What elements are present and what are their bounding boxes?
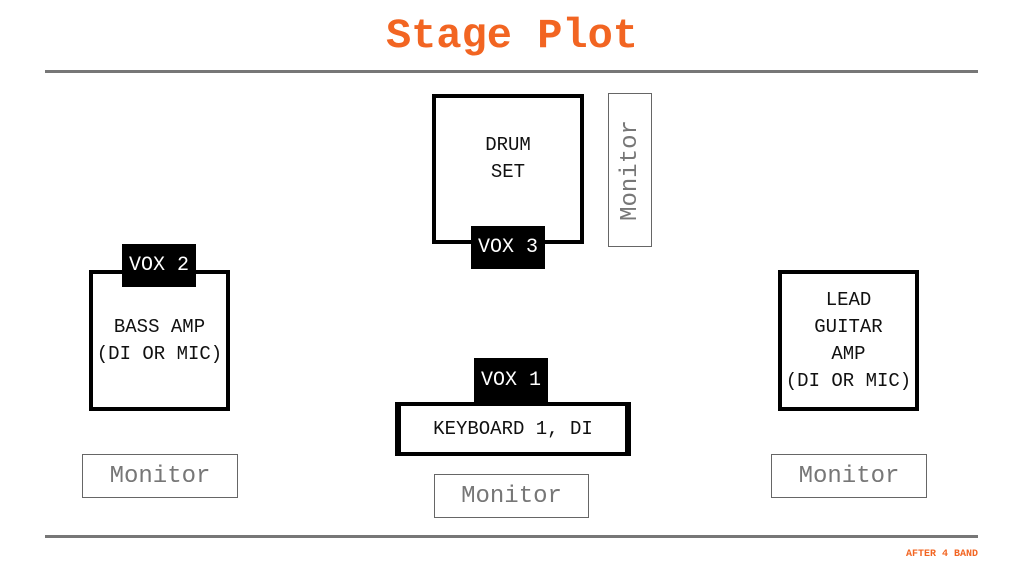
- footer-band-name: AFTER 4 BAND: [905, 549, 978, 560]
- page-title: Stage Plot: [385, 12, 639, 60]
- vox-3-label: VOX 3: [471, 226, 545, 269]
- bass-amp-box: BASS AMP (DI OR MIC): [89, 270, 230, 411]
- bottom-divider: [45, 535, 978, 538]
- vox-1-label: VOX 1: [474, 358, 548, 403]
- vox-2-label: VOX 2: [122, 244, 196, 287]
- monitor-center: Monitor: [434, 474, 589, 518]
- drum-set-box: DRUM SET: [432, 94, 584, 244]
- monitor-drums: Monitor: [608, 93, 652, 247]
- top-divider: [45, 70, 978, 73]
- monitor-right: Monitor: [771, 454, 927, 498]
- lead-guitar-amp-box: LEAD GUITAR AMP (DI OR MIC): [778, 270, 919, 411]
- keyboard-box: KEYBOARD 1, DI: [395, 402, 631, 456]
- monitor-left: Monitor: [82, 454, 238, 498]
- monitor-drums-label: Monitor: [616, 119, 644, 221]
